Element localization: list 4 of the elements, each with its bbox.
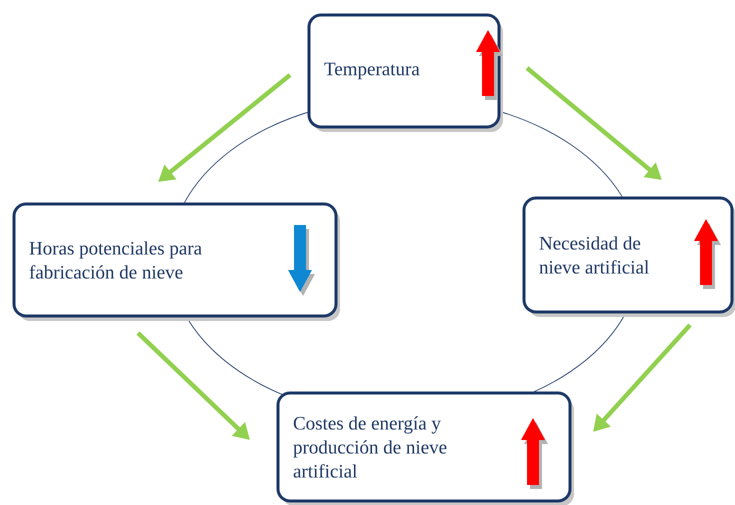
process-box: Necesidad de nieve artificial	[522, 196, 735, 317]
process-box: Costes de energía y producción de nieve artificial	[276, 391, 574, 505]
process-box: Horas potenciales para fabricación de nieve	[12, 202, 340, 321]
process-box: Temperatura	[308, 14, 503, 132]
